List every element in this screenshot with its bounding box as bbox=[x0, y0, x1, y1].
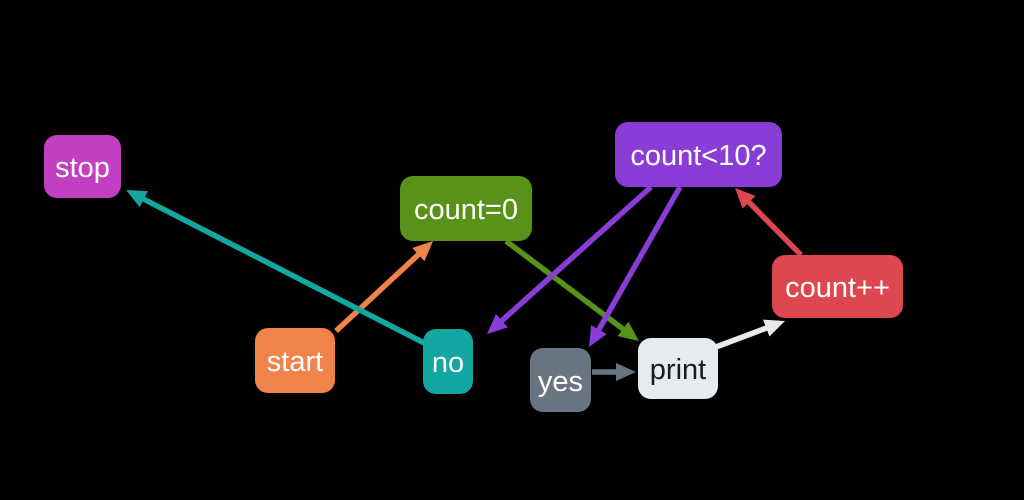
flow-edge-no-to-stop bbox=[139, 195, 432, 349]
flow-node-count-init: count=0 bbox=[400, 176, 532, 241]
flow-arrowhead-condition-to-yes bbox=[589, 325, 607, 347]
flow-edge-print-to-count-inc bbox=[715, 324, 771, 350]
flow-arrowhead-count-init-to-print bbox=[617, 321, 639, 341]
flow-edge-count-inc-to-condition bbox=[744, 198, 803, 257]
flow-arrowhead-no-to-stop bbox=[126, 190, 148, 208]
flow-edge-start-to-count-init bbox=[334, 250, 423, 334]
flow-arrowhead-yes-to-print bbox=[616, 363, 636, 381]
flow-edge-condition-to-yes bbox=[595, 185, 683, 334]
flow-node-count-inc: count++ bbox=[772, 255, 903, 318]
flow-node-yes: yes bbox=[530, 348, 591, 412]
flow-edge-condition-to-no bbox=[497, 184, 653, 325]
flow-arrowhead-print-to-count-inc bbox=[763, 319, 785, 337]
flow-node-print: print bbox=[638, 338, 718, 399]
flow-node-no: no bbox=[423, 329, 473, 394]
flow-arrowhead-start-to-count-init bbox=[412, 241, 433, 262]
flow-node-stop: stop bbox=[44, 135, 121, 198]
flow-arrowhead-condition-to-no bbox=[487, 313, 508, 334]
flow-arrowhead-count-inc-to-condition bbox=[735, 188, 756, 209]
flow-node-condition: count<10? bbox=[615, 122, 782, 187]
flow-node-start: start bbox=[255, 328, 335, 393]
